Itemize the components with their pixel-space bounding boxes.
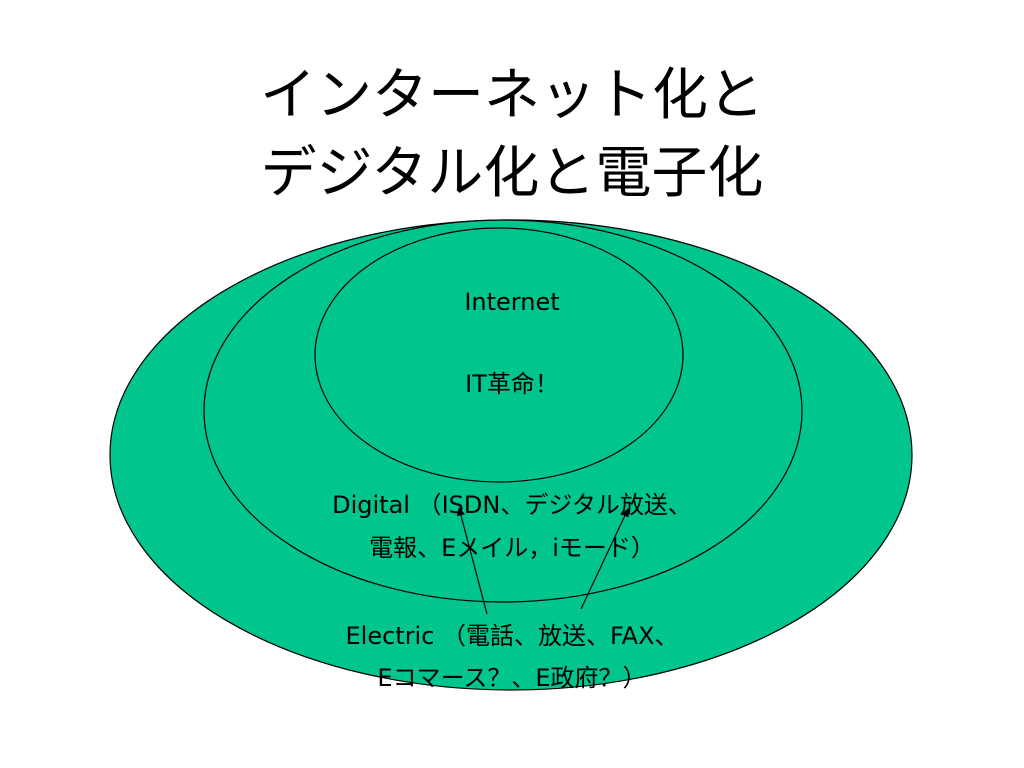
arrow-electric-to-digital-right [580, 508, 629, 610]
internet-label: Internet [464, 288, 560, 316]
it-revolution-label: IT革命！ [465, 370, 559, 398]
digital-label-line-1: Digital （ISDN、デジタル放送、 [332, 491, 692, 519]
title-line-2: デジタル化と電子化 [260, 141, 764, 206]
title-line-1: インターネット化と [260, 63, 764, 128]
arrow-electric-to-digital-left [456, 507, 488, 615]
digital-label-line-2: 電報、Eメイル，iモード） [369, 534, 655, 562]
inner-ellipse-internet [314, 227, 684, 483]
electric-label-line-1: Electric （電話、放送、FAX、 [345, 622, 679, 650]
electric-label-line-2: Eコマース？、E政府？） [377, 664, 647, 692]
